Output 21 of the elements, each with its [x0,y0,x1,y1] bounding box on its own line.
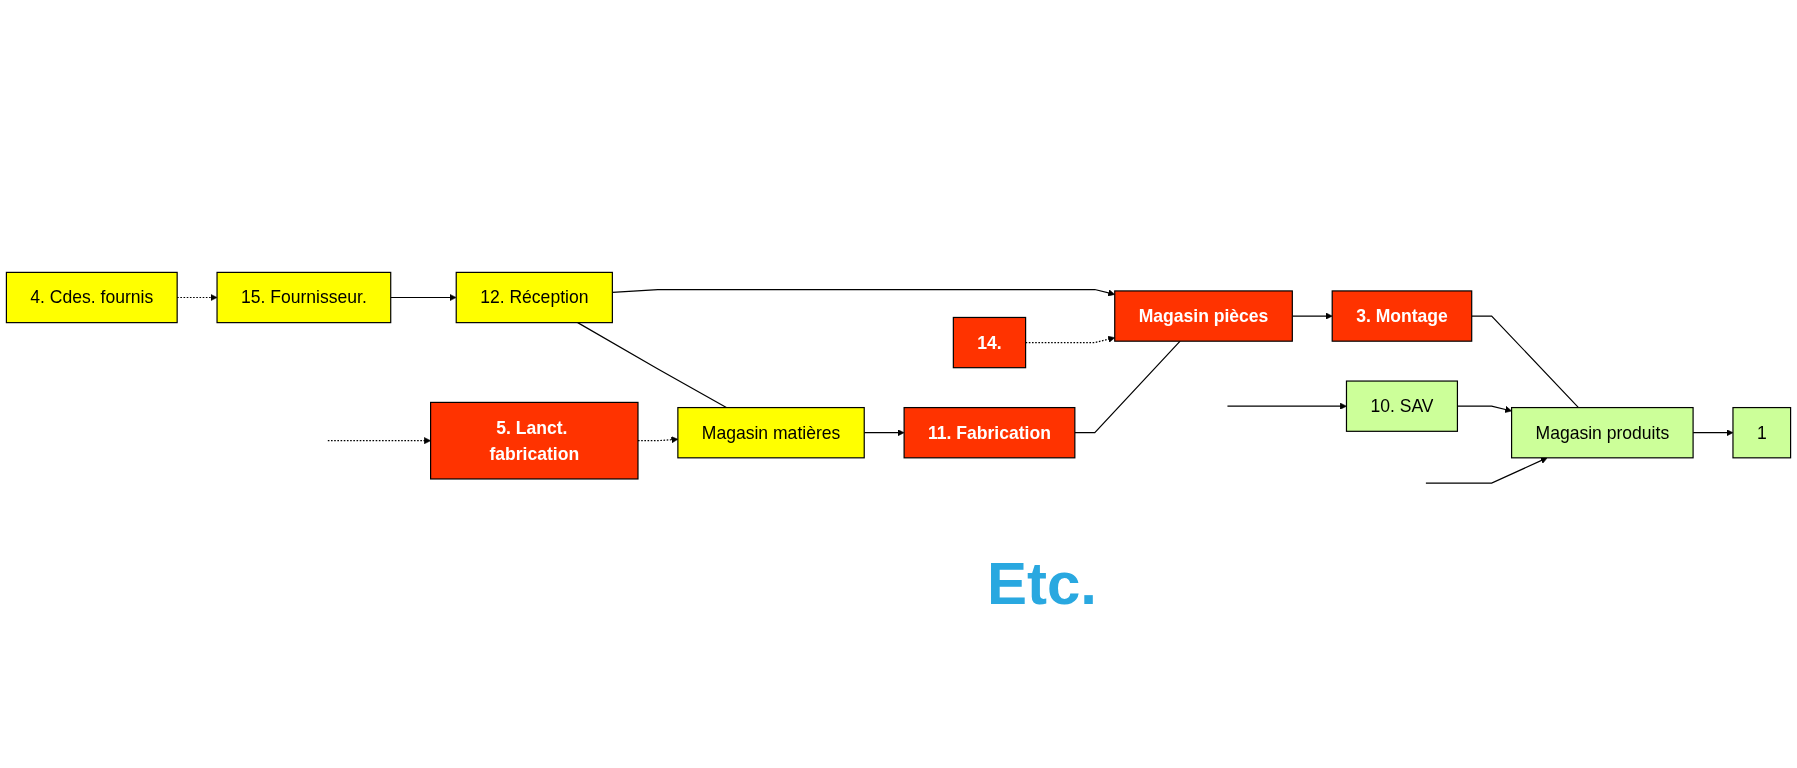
arrow [1025,336,1116,344]
node-box: 3. Montage [1331,290,1473,343]
connector [577,322,727,409]
node-box: 12. Réception [455,272,613,324]
node-box: 1 [1732,407,1792,459]
node-box: 5. Lanct. fabrication [430,402,639,480]
arrow [1425,457,1548,484]
arrow [327,437,431,445]
node-box: 15. Fournisseur. [216,272,392,324]
node-box: Magasin matières [677,407,865,459]
node-box: 10. SAV [1345,380,1459,433]
node-box: Magasin pièces [1114,290,1293,343]
connector [1074,340,1181,434]
arrow [390,294,457,302]
note-text: Etc. [986,549,1097,618]
node-box: 11. Fabrication [903,407,1076,459]
node-box: 4. Cdes. fournis [5,272,178,324]
arrow [1226,402,1347,410]
node-box: 14. [952,317,1027,369]
node-box: Magasin produits [1511,407,1694,459]
connector [1471,315,1580,409]
